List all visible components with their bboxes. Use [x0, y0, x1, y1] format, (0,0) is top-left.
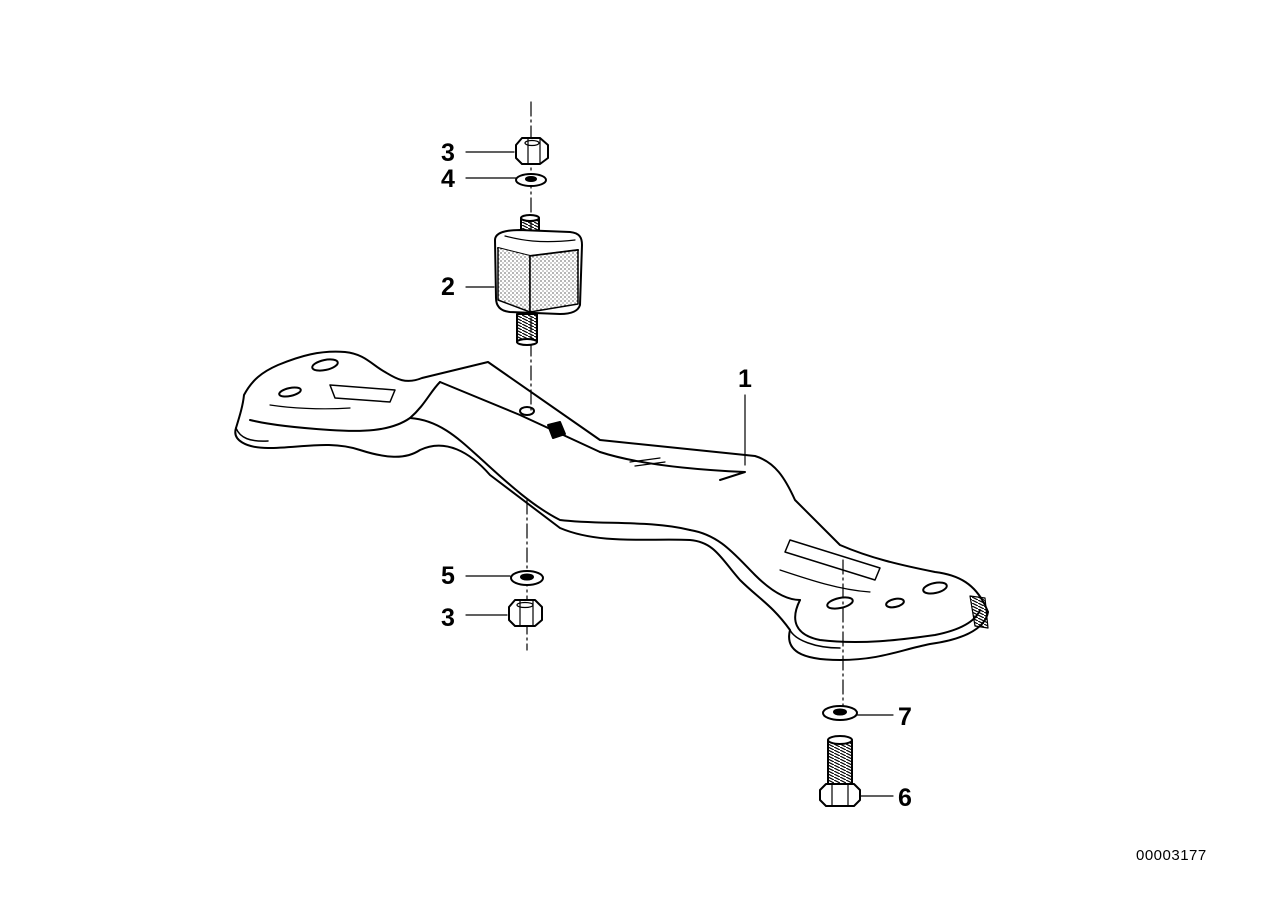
callout-part-5: 5	[441, 562, 455, 590]
callout-part-4: 4	[441, 165, 455, 193]
callout-part-6: 6	[898, 784, 912, 812]
document-number: 00003177	[1136, 847, 1207, 864]
crossmember-bracket	[234, 350, 989, 661]
callout-part-3-top: 3	[441, 139, 455, 167]
callout-part-2: 2	[441, 273, 455, 301]
hex-nut-top	[465, 137, 549, 165]
washer-right	[822, 705, 894, 721]
callout-part-1: 1	[738, 365, 752, 393]
callout-part-3-bottom: 3	[441, 604, 455, 632]
washer-top	[465, 173, 547, 187]
callout-part-7: 7	[898, 703, 912, 731]
hex-bolt	[819, 735, 894, 807]
rubber-mount	[465, 214, 583, 346]
hex-nut-bottom	[465, 599, 543, 627]
washer-bottom	[465, 570, 544, 586]
